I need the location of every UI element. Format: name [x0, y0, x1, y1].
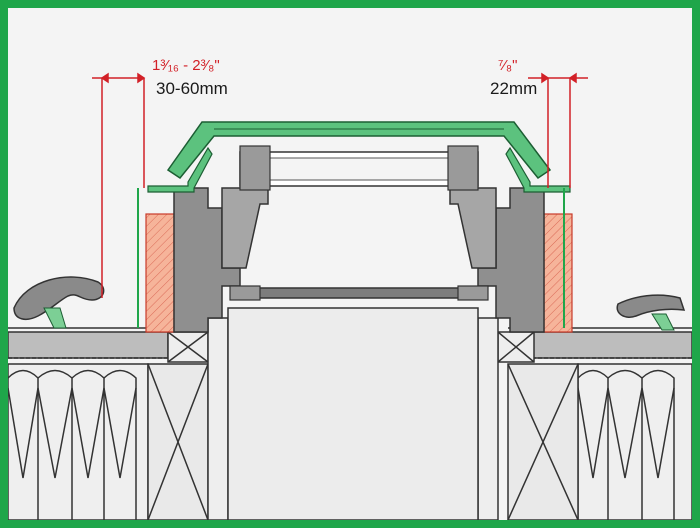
counter-flashing-left [147, 146, 213, 193]
left-dimension-metric: 30-60mm [156, 79, 228, 98]
skylight-cross-section [8, 8, 692, 520]
roof-tile-right [616, 294, 686, 318]
light-shaft [227, 307, 479, 520]
left-dimension-imperial: 1³⁄₁₆ - 2³⁄₈" [152, 57, 220, 74]
dimension-right [528, 72, 588, 188]
insulation-batts-left [8, 363, 149, 520]
right-dimension-imperial: ⁷⁄₈" [498, 57, 518, 74]
counter-flashing-right [505, 146, 571, 193]
curb-wood-right [477, 317, 535, 520]
curb-wood-left [167, 317, 229, 520]
wood-block-left [147, 363, 209, 520]
cap-flashing [166, 121, 552, 180]
right-dimension-metric: 22mm [490, 79, 538, 98]
roof-slab-left [8, 331, 169, 359]
lower-sash-rail [233, 287, 485, 299]
wood-block-right [507, 363, 579, 520]
dimension-left [92, 72, 146, 298]
roof-slab-right [531, 331, 692, 359]
roof-tile-left [13, 276, 105, 321]
insulation-batts-right [577, 363, 692, 520]
